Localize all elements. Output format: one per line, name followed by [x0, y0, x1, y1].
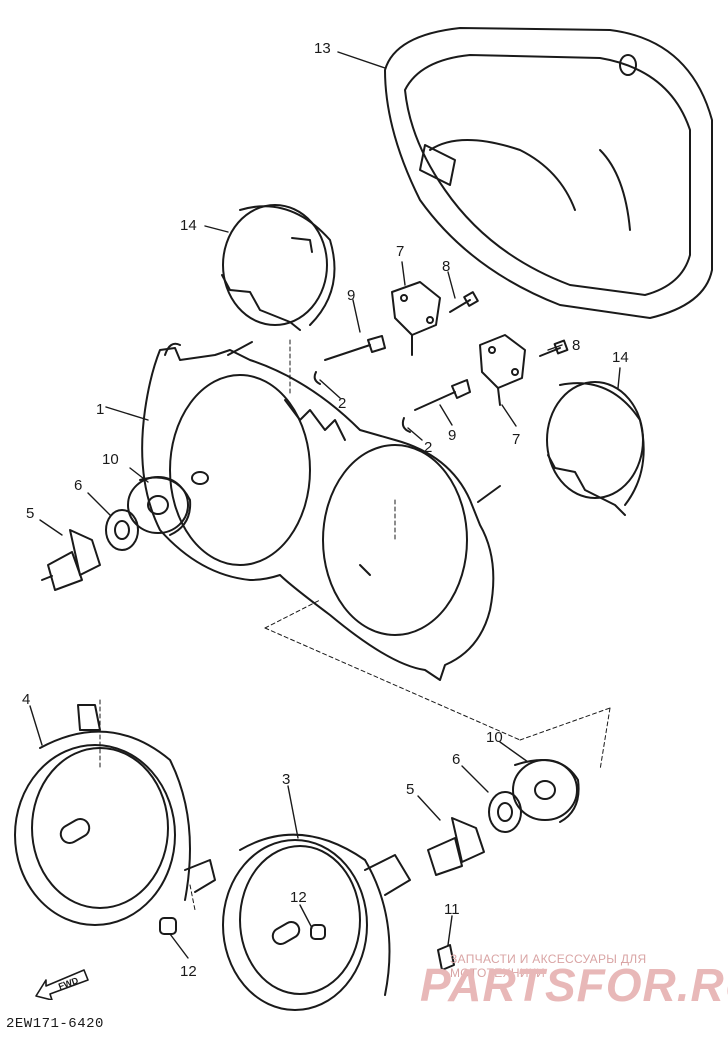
callout-11: 11 — [444, 901, 460, 918]
watermark-tagline: ЗАПЧАСТИ И АКСЕССУАРЫ ДЛЯ МОТОТЕХНИКИ — [450, 952, 647, 980]
callout-14b: 14 — [612, 349, 629, 366]
bulb-left — [41, 529, 101, 591]
headlight-shell-upper — [221, 204, 336, 331]
adjusting-screw-9b — [414, 379, 471, 411]
adjuster-bracket-b — [479, 334, 526, 406]
adjusting-screw-9a — [324, 335, 386, 361]
headlight-housing — [141, 342, 495, 681]
bulb-cover-right — [512, 759, 580, 823]
screw-8b — [539, 339, 569, 357]
part-code: 2EW171-6420 — [6, 1016, 104, 1032]
bulb-socket-right — [488, 791, 522, 833]
headlight-unit-left — [14, 704, 216, 926]
bulb-socket-left — [105, 509, 139, 551]
headlight-unit-right — [222, 833, 411, 1011]
callout-labels: 13 14 7 8 9 2 8 14 1 10 2 9 7 6 5 4 10 6… — [22, 40, 629, 980]
callout-10a: 10 — [102, 451, 119, 468]
callout-12b: 12 — [180, 963, 197, 980]
callout-6a: 6 — [74, 477, 82, 494]
callout-5b: 5 — [406, 781, 414, 798]
housing-bolts — [227, 341, 501, 503]
callout-7a: 7 — [396, 243, 404, 260]
grommet-12b — [310, 924, 326, 940]
callout-10b: 10 — [486, 729, 503, 746]
callout-13: 13 — [314, 40, 331, 57]
callout-leaders — [29, 51, 621, 959]
screw-8a — [449, 291, 479, 313]
callout-1: 1 — [96, 401, 104, 418]
screw-11 — [437, 944, 455, 971]
callout-2b: 2 — [424, 439, 432, 456]
forward-arrow-icon: FWD — [35, 969, 89, 1000]
callout-3: 3 — [282, 771, 290, 788]
spring-clip-a — [313, 371, 321, 385]
grommet-12a — [159, 917, 177, 935]
spring-clip-b — [401, 417, 411, 433]
callout-2a: 2 — [338, 395, 346, 412]
adjuster-bracket-a — [391, 281, 441, 356]
callout-5a: 5 — [26, 505, 34, 522]
callout-8b: 8 — [572, 337, 580, 354]
watermark-brand: PARTSFOR.RU — [420, 959, 728, 1011]
callout-7b: 7 — [512, 431, 520, 448]
callout-9a: 9 — [347, 287, 355, 304]
headlight-shell-right — [546, 381, 645, 516]
callout-9b: 9 — [448, 427, 456, 444]
callout-4: 4 — [22, 691, 30, 708]
callout-12a: 12 — [290, 889, 307, 906]
callout-8a: 8 — [442, 258, 450, 275]
bulb-right — [427, 817, 485, 876]
headlight-cover — [384, 27, 713, 319]
assembly-guide-lines — [99, 339, 611, 911]
callout-14a: 14 — [180, 217, 197, 234]
bulb-cover-left — [127, 476, 192, 536]
fwd-label: FWD — [57, 975, 80, 992]
callout-6b: 6 — [452, 751, 460, 768]
